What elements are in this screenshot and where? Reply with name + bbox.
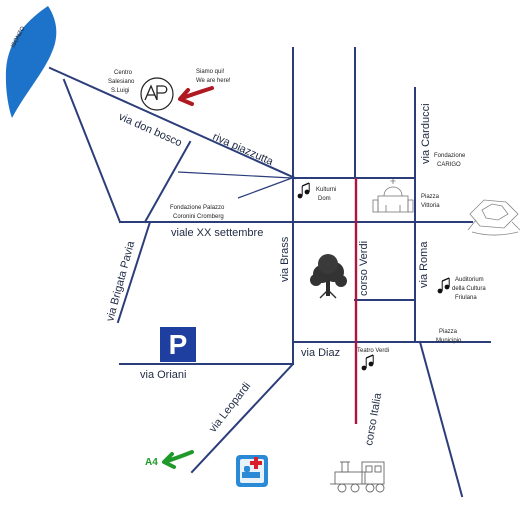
fondazione-palazzo-line1: Fondazione Palazzo [170,205,225,211]
centro-line2: Salesiano [108,79,135,85]
music-note-icon [361,354,374,371]
piazza-municipio-line1: Piazza [439,329,458,335]
street-label-xx-settembre: viale XX settembre [171,227,263,239]
train-icon [330,461,385,493]
auditorium-line2: della Cultura [452,286,486,292]
road-inner-diagonal [143,140,192,224]
road-left-diagonal [62,78,122,224]
piazza-vittoria-line1: Piazza [421,194,440,200]
highway-label: A4 [145,457,158,468]
street-label-piazzutta: riva piazzutta [211,131,276,169]
road-lower-right [418,340,464,498]
road-thin-1 [177,171,293,179]
centro-line1: Centro [114,70,133,76]
street-label-carducci: via Carducci [420,103,432,164]
street-label-verdi: corso Verdi [358,241,370,296]
kulturni-line2: Dom [318,196,331,202]
here-line2: We are here! [196,78,231,84]
fondazione-palazzo-line2: Coronini Cromberg [173,214,224,220]
street-label-oriani: via Oriani [140,369,186,381]
teatro-label: Teatro Verdi [357,348,389,354]
green-arrow-icon [162,450,194,469]
parking-label: P [169,329,188,360]
piazza-municipio-line2: Municipio [436,338,462,344]
music-note-icon [297,182,310,199]
road-leopardi [190,362,295,474]
street-label-diaz: via Diaz [301,347,340,359]
red-arrow-icon [178,86,214,106]
fondazione-carigo-line2: CARIGO [437,162,461,168]
road-thin-2 [237,177,293,199]
centro-line3: S.Luigi [111,88,129,94]
kulturni-line1: Kulturni [316,187,336,193]
music-note-icon [437,277,450,294]
street-label-don-bosco: via don bosco [117,111,184,150]
road-brigata-pavia [116,220,152,324]
road-network [48,47,491,498]
here-line1: Siamo qui! [196,69,225,75]
church-sketch-icon [372,179,414,213]
auditorium-line1: Auditorium [455,277,484,283]
road-don-bosco [48,66,297,180]
piazza-vittoria-line2: Vittoria [421,203,440,209]
street-label-italia: corso Italia [363,391,384,446]
ap-logo-icon [140,77,174,111]
auditorium-line3: Friulana [455,295,477,301]
parking-icon: P [160,327,196,362]
street-label-roma: via Roma [418,241,430,288]
hospital-icon [236,455,268,487]
fondazione-carigo-line1: Fondazione [434,153,466,159]
tree-icon [310,254,347,299]
street-label-brass: via Brass [279,236,291,282]
castle-sketch-icon [467,199,521,236]
street-label-leopardi: via Leopardi [207,380,253,435]
river-isonzo: ISONZO [5,6,57,118]
